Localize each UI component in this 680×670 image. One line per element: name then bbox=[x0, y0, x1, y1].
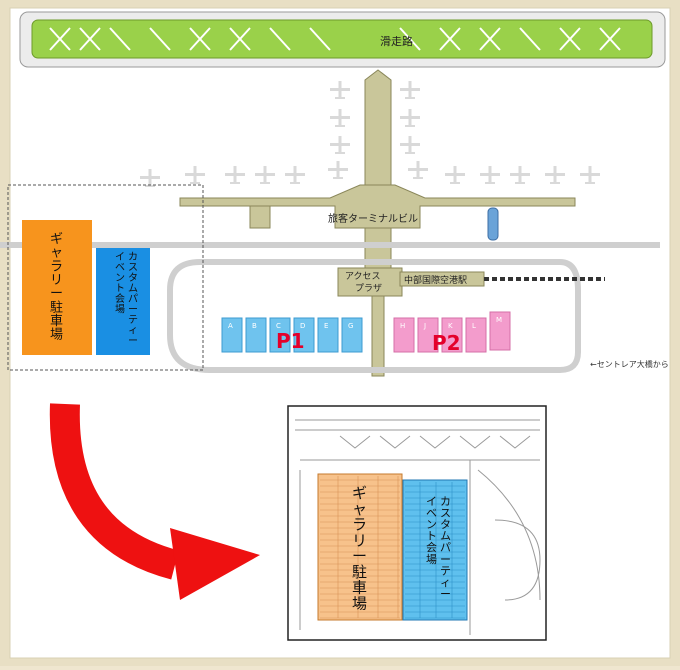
p1-lot-label: A bbox=[228, 322, 233, 330]
p2-lot-label: J bbox=[423, 322, 426, 330]
p2-lot: K bbox=[441, 317, 463, 353]
gallery-parking-label: ギャラリー駐車場 bbox=[50, 232, 63, 343]
red-arrow-icon bbox=[49, 403, 260, 600]
airplane-icon bbox=[480, 166, 500, 184]
p2-lot-label: K bbox=[448, 322, 453, 330]
airplane-icon bbox=[140, 169, 160, 187]
airplane-icon bbox=[510, 166, 530, 184]
airplane-icon bbox=[400, 81, 420, 99]
access-plaza-label-line2: プラザ bbox=[355, 283, 382, 294]
p2-lot: L bbox=[465, 317, 487, 353]
airplane-icon bbox=[400, 136, 420, 154]
p1-lot: A bbox=[221, 317, 243, 353]
custom-party-block: カスタムパーティーイベント会場 bbox=[96, 248, 150, 355]
p1-lot-label: G bbox=[348, 322, 353, 330]
access-plaza-label-line1: アクセス bbox=[345, 271, 381, 282]
p1-lot: D bbox=[293, 317, 315, 353]
airplane-icon bbox=[285, 166, 305, 184]
p2-lot-label: L bbox=[472, 322, 476, 330]
airplane-icon bbox=[330, 109, 350, 127]
access-plaza: アクセス プラザ bbox=[337, 267, 403, 297]
roads bbox=[0, 242, 660, 373]
p2-lot-label: H bbox=[400, 322, 405, 330]
railway-station: 中部国際空港駅 bbox=[399, 271, 605, 287]
airplane-icon bbox=[545, 166, 565, 184]
p1-lot-label: B bbox=[252, 322, 257, 330]
detail-custom-party-label: カスタムパーティーイベント会場 bbox=[426, 495, 451, 600]
p2-lot: M bbox=[489, 311, 511, 351]
runway-label: 滑走路 bbox=[380, 35, 413, 48]
highlight-area bbox=[7, 184, 204, 371]
airplane-icon bbox=[330, 81, 350, 99]
p1-lot: C bbox=[269, 317, 291, 353]
airplane-icon bbox=[328, 161, 348, 179]
p1-lot: G bbox=[341, 317, 363, 353]
station-label: 中部国際空港駅 bbox=[404, 274, 467, 286]
p1-lot-label: C bbox=[276, 322, 281, 330]
airplane-icon bbox=[185, 166, 205, 184]
bridge-label: ←セントレア大橋から bbox=[590, 359, 669, 369]
p2-lot: J bbox=[417, 317, 439, 353]
p1-lot-label: E bbox=[324, 322, 328, 330]
aircraft-icons bbox=[140, 81, 600, 187]
airplane-icon bbox=[400, 109, 420, 127]
p2-label: P2 bbox=[432, 331, 461, 355]
airplane-icon bbox=[225, 166, 245, 184]
detail-gallery-parking-label: ギャラリー駐車場 bbox=[352, 484, 367, 612]
p2-lot-label: M bbox=[496, 316, 502, 324]
p1-label: P1 bbox=[276, 329, 305, 353]
p1-lot: B bbox=[245, 317, 267, 353]
custom-party-label: カスタムパーティーイベント会場 bbox=[115, 251, 138, 347]
airplane-icon bbox=[580, 166, 600, 184]
terminal-label: 旅客ターミナルビル bbox=[328, 212, 418, 225]
p2-lot: H bbox=[393, 317, 415, 353]
detail-inset-map: ギャラリー駐車場 カスタムパーティーイベント会場 bbox=[287, 405, 547, 641]
airplane-icon bbox=[255, 166, 275, 184]
gallery-parking-block: ギャラリー駐車場 bbox=[22, 220, 92, 355]
p1-lot: E bbox=[317, 317, 339, 353]
airplane-icon bbox=[408, 161, 428, 179]
airplane-icon bbox=[445, 166, 465, 184]
airplane-icon bbox=[330, 136, 350, 154]
runway: 滑走路 bbox=[19, 11, 666, 68]
p1-lot-label: D bbox=[300, 322, 305, 330]
